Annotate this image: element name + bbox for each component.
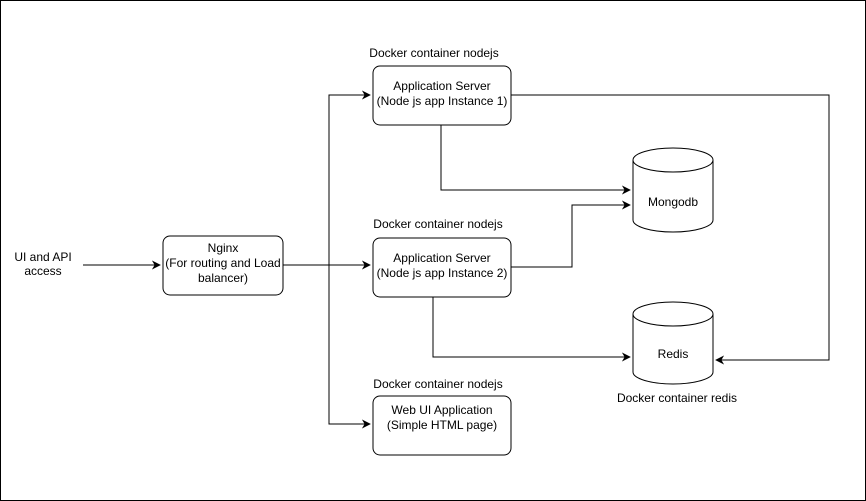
redis-node: Redis — [632, 301, 714, 385]
redis-cylinder-top — [632, 301, 714, 327]
webui-node: Web UI Application (Simple HTML page) — [372, 395, 512, 456]
redis-caption: Docker container redis — [617, 391, 737, 405]
webui-box — [372, 395, 512, 456]
input-label-line2: access — [24, 264, 61, 278]
webui-title: Web UI Application — [391, 403, 492, 417]
app-server-1-box — [372, 65, 512, 126]
nginx-box — [162, 235, 284, 296]
app-server-1-title: Application Server — [393, 79, 490, 93]
redis-label: Redis — [658, 347, 689, 361]
nginx-node: Nginx (For routing and Load balancer) — [162, 235, 284, 296]
app-server-2-title: Application Server — [393, 251, 490, 265]
arrow-app2-to-mongodb — [511, 200, 631, 268]
app-server-1-node: Application Server (Node js app Instance… — [372, 65, 512, 126]
nginx-line2: (For routing and Load — [165, 256, 280, 270]
webui-caption: Docker container nodejs — [373, 377, 502, 391]
nginx-line3: balancer) — [198, 271, 248, 285]
app-server-2-box — [372, 237, 512, 298]
arrow-nginx-to-webui — [328, 265, 371, 429]
app-server-2-subtitle: (Node js app Instance 2) — [377, 266, 508, 280]
arrow-app2-to-redis — [432, 297, 631, 362]
arrow-app1-to-redis — [511, 94, 830, 365]
app-server-1-subtitle: (Node js app Instance 1) — [377, 94, 508, 108]
app1-caption: Docker container nodejs — [369, 46, 498, 60]
mongodb-label: Mongodb — [648, 195, 698, 209]
input-label-line1: UI and API — [14, 250, 71, 264]
arrow-app1-to-mongodb — [440, 125, 631, 195]
app-server-2-node: Application Server (Node js app Instance… — [372, 237, 512, 298]
mongodb-cylinder-top — [632, 147, 714, 173]
nginx-title: Nginx — [208, 241, 239, 255]
mongodb-cylinder-body — [632, 160, 714, 233]
webui-subtitle: (Simple HTML page) — [387, 418, 497, 432]
redis-cylinder-body — [632, 314, 714, 385]
arrow-nginx-to-app1 — [328, 90, 371, 265]
app2-caption: Docker container nodejs — [373, 217, 502, 231]
mongodb-node: Mongodb — [632, 147, 714, 233]
